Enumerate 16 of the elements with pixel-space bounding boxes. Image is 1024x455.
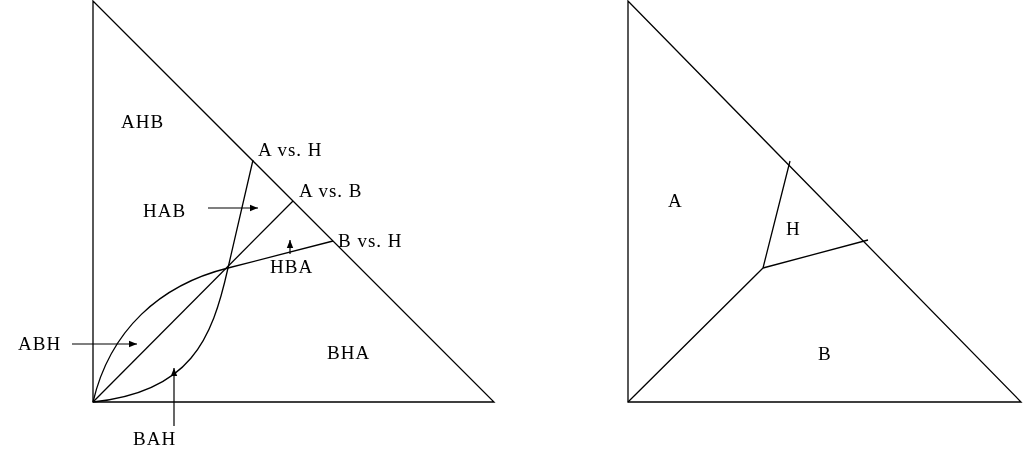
label: A vs. B xyxy=(299,180,363,202)
label: A vs. H xyxy=(258,139,323,161)
leader-arrow xyxy=(207,204,259,212)
region-label: HAB xyxy=(143,200,187,222)
label: B vs. H xyxy=(338,230,403,252)
leader-arrow xyxy=(71,340,138,348)
label: B xyxy=(818,343,832,365)
region-label: BAH xyxy=(133,428,177,450)
region-label: ABH xyxy=(18,333,62,355)
region-label: HBA xyxy=(270,256,314,278)
leader-arrow xyxy=(286,239,294,255)
label: H xyxy=(786,218,801,240)
label: AHB xyxy=(121,111,165,133)
label: A xyxy=(668,190,683,212)
label: BHA xyxy=(327,342,371,364)
leader-arrow xyxy=(170,367,178,427)
